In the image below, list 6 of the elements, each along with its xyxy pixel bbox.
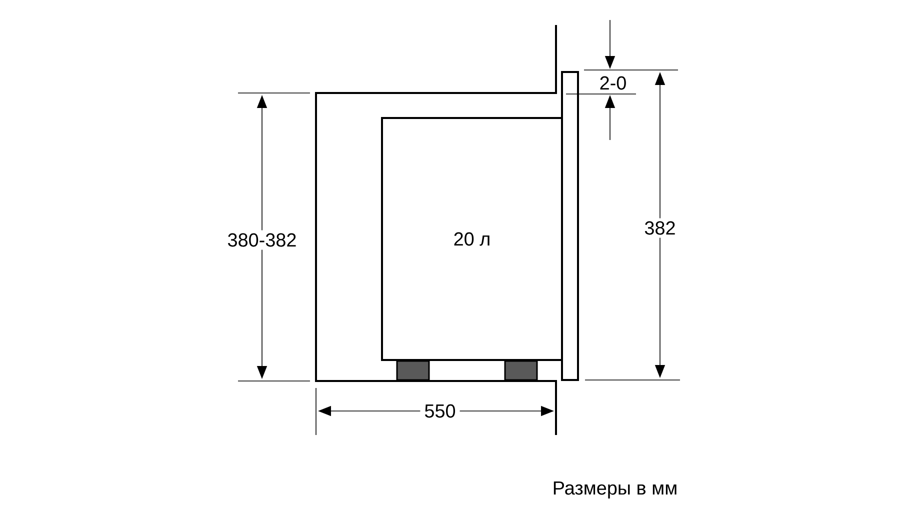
- dimension-label: 550: [420, 400, 460, 422]
- dimension-label: 2-0: [600, 76, 626, 90]
- dimension-label: 382: [641, 218, 679, 238]
- microwave-box: 20 л: [381, 117, 563, 361]
- dimension-label: 380-382: [224, 230, 300, 250]
- caption: Размеры в мм: [554, 482, 676, 498]
